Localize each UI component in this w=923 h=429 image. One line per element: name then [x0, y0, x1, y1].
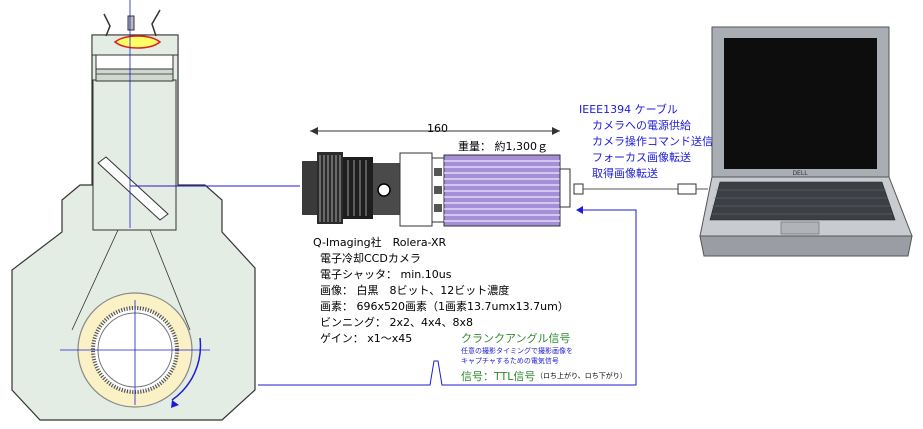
laptop-touchpad: [780, 221, 820, 235]
ieee1394-cable: [583, 183, 708, 195]
exhaust-valve: [151, 9, 161, 37]
spark-plug: [127, 15, 135, 31]
cable-item-1: カメラ操作コマンド送信: [592, 135, 713, 148]
piston-ring: [95, 68, 174, 82]
lens-ring-grip: [317, 152, 343, 224]
camera-model-label: Q-Imaging社 Rolera-XR: [313, 236, 447, 249]
camera-spec-4: ビンニング： 2x2、4x4、8x8: [320, 316, 474, 329]
camera-spec-5: ゲイン： x1～x45: [320, 332, 413, 345]
laptop: DELL: [699, 26, 913, 257]
camera: [302, 152, 584, 227]
camera-rear-connector: [559, 168, 571, 208]
dimension-line: [310, 127, 560, 135]
dimension-length-label: 160: [427, 122, 448, 135]
lens-knob: [377, 183, 391, 197]
signal-type: 信号：TTL信号: [461, 370, 536, 383]
camera-front-plate: [399, 152, 433, 227]
laptop-keyboard: [709, 181, 896, 221]
engine-cross-section: [11, 0, 300, 421]
signal-line: [258, 206, 637, 386]
camera-spec-2: 画像： 白黒 8ビット、12ビット濃度: [320, 284, 510, 297]
cylinder-wall: [92, 79, 177, 231]
signal-desc-1: 任意の撮影タイミングで撮影画像を: [461, 347, 573, 355]
cable-item-2: フォーカス画像転送: [592, 151, 691, 164]
laptop-screen: [724, 38, 877, 169]
camera-spec-1: 電子シャッタ： min.10us: [320, 268, 452, 281]
signal-title: クランクアングル信号: [461, 332, 571, 345]
laptop-brand-logo: DELL: [792, 170, 808, 177]
weight-label: 重量： 約1,300ｇ: [458, 140, 548, 153]
mirror: [97, 156, 169, 221]
camera-spec-3: 画素： 696x520画素（1画素13.7umx13.7um）: [320, 300, 569, 313]
cable-title: IEEE1394 ケーブル: [579, 103, 678, 116]
piston-top: [95, 54, 174, 70]
cable-item-0: カメラへの電源供給: [592, 119, 691, 132]
flame-outline: [113, 35, 162, 49]
intake-valve: [103, 13, 111, 37]
lens-front: [302, 161, 317, 215]
signal-edge-note: （ロち上がり、ロち下がり）: [536, 372, 627, 380]
rotation-arrow: [171, 337, 202, 401]
signal-desc-2: キャプチャするための電気信号: [461, 357, 559, 365]
camera-spec-0: 電子冷却CCDカメラ: [320, 252, 421, 265]
cable-item-3: 取得画像転送: [592, 167, 658, 180]
